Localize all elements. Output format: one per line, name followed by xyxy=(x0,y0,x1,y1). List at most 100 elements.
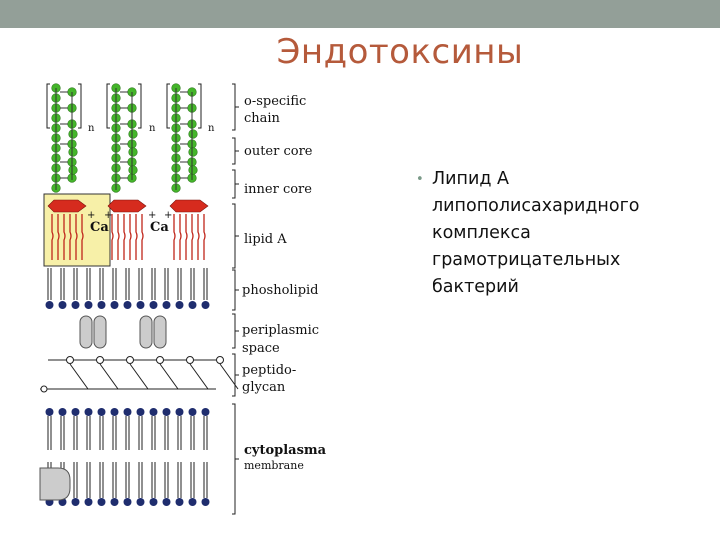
label-outer-core: outer core xyxy=(244,144,313,159)
label-bracket xyxy=(232,203,239,269)
label-bracket xyxy=(232,83,239,131)
glycan-node xyxy=(216,356,224,364)
repeat-bracket xyxy=(138,83,142,129)
ca-ion-label: Ca xyxy=(150,220,169,235)
lipid-a-tail xyxy=(51,214,54,260)
bilayer-head xyxy=(110,498,119,506)
repeat-bracket xyxy=(198,83,202,129)
sugar-unit xyxy=(188,165,198,175)
label-bracket xyxy=(232,269,239,311)
phospholipid-head xyxy=(136,301,145,309)
repeat-marker: n xyxy=(88,123,95,134)
membrane-illustration: n n n Ca Ca + + + + o-specific chain out… xyxy=(39,83,327,515)
bilayer-head xyxy=(71,408,80,416)
phospholipid-head xyxy=(84,301,93,309)
sugar-unit xyxy=(128,129,138,139)
lipid-a-head xyxy=(169,199,209,213)
bilayer-head xyxy=(188,498,197,506)
sugar-unit xyxy=(128,147,138,157)
label-cytoplasma: cytoplasma xyxy=(244,443,327,458)
bilayer-head xyxy=(162,498,171,506)
charge-plus: + xyxy=(87,210,95,221)
glycan-node xyxy=(66,356,74,364)
phospholipid-head xyxy=(149,301,158,309)
phospholipid-head xyxy=(201,301,210,309)
outer-membrane-group xyxy=(45,268,210,309)
periplasmic-protein xyxy=(93,315,107,349)
bracket-group xyxy=(232,83,239,515)
label-o-specific-chain: chain xyxy=(244,111,281,126)
lipid-a-tail xyxy=(173,214,176,260)
sugar-unit xyxy=(128,165,138,175)
lipid-a-tail xyxy=(69,214,72,260)
lipid-a-tail xyxy=(75,214,78,260)
phospholipid-head xyxy=(45,301,54,309)
crosslink xyxy=(69,363,89,390)
lipid-a-tail xyxy=(203,214,206,260)
slide-title: Эндотоксины xyxy=(276,32,524,72)
lipid-a-group xyxy=(43,193,209,267)
glycan-node xyxy=(186,356,194,364)
membrane-protein xyxy=(39,467,71,501)
crosslink xyxy=(189,363,209,390)
periplasmic-protein xyxy=(153,315,167,349)
periplasm-group xyxy=(40,315,239,393)
repeat-marker: n xyxy=(149,123,156,134)
lipid-a-tail xyxy=(129,214,132,260)
lipid-a-tail xyxy=(135,214,138,260)
bullet-marker: • xyxy=(416,172,424,187)
sugar-unit xyxy=(188,129,198,139)
lipid-a-tail xyxy=(123,214,126,260)
periplasmic-protein xyxy=(79,315,93,349)
crosslink xyxy=(129,363,149,390)
label-inner-core: inner core xyxy=(244,182,312,197)
repeat-bracket xyxy=(78,83,82,129)
charge-plus: + xyxy=(104,210,112,221)
lipid-a-tail xyxy=(185,214,188,260)
phospholipid-head xyxy=(58,301,67,309)
label-periplasmic-space: space xyxy=(242,341,280,356)
envelope-diagram: n n n Ca Ca + + + + o-specific chain out… xyxy=(36,78,346,524)
charge-plus: + xyxy=(148,210,156,221)
bilayer-head xyxy=(149,498,158,506)
bilayer-head xyxy=(175,498,184,506)
phospholipid-head xyxy=(110,301,119,309)
lipid-a-tail xyxy=(141,214,144,260)
lipid-a-tail xyxy=(63,214,66,260)
bilayer-head xyxy=(123,408,132,416)
label-bracket xyxy=(232,353,239,397)
label-periplasmic: periplasmic xyxy=(242,323,319,338)
bilayer-head xyxy=(162,408,171,416)
label-membrane: membrane xyxy=(244,459,304,472)
label-bracket xyxy=(232,169,239,199)
lipid-a-tail xyxy=(179,214,182,260)
phospholipid-head xyxy=(162,301,171,309)
inner-membrane-group xyxy=(39,408,210,506)
bilayer-head xyxy=(110,408,119,416)
label-o-specific: o-specific xyxy=(244,94,306,109)
phospholipid-head xyxy=(175,301,184,309)
lipid-a-tail xyxy=(117,214,120,260)
bilayer-head xyxy=(149,408,158,416)
bilayer-head xyxy=(71,498,80,506)
glycan-node xyxy=(126,356,134,364)
repeat-marker: n xyxy=(208,123,215,134)
crosslink xyxy=(99,363,119,390)
label-peptidoglycan-2: glycan xyxy=(242,380,286,395)
lipid-a-head xyxy=(47,199,87,213)
bilayer-head xyxy=(97,498,106,506)
bilayer-head xyxy=(97,408,106,416)
charge-plus: + xyxy=(164,210,172,221)
phospholipid-head xyxy=(123,301,132,309)
lipid-a-tail xyxy=(111,214,114,260)
lipid-a-tail xyxy=(57,214,60,260)
bilayer-head xyxy=(201,408,210,416)
bilayer-head xyxy=(136,408,145,416)
sugar-unit xyxy=(68,165,78,175)
sugar-unit xyxy=(68,147,78,157)
o-chain-group xyxy=(46,83,202,193)
repeat-bracket xyxy=(46,83,50,129)
bilayer-head xyxy=(45,408,54,416)
lipid-a-head xyxy=(107,199,147,213)
crosslink xyxy=(159,363,179,390)
